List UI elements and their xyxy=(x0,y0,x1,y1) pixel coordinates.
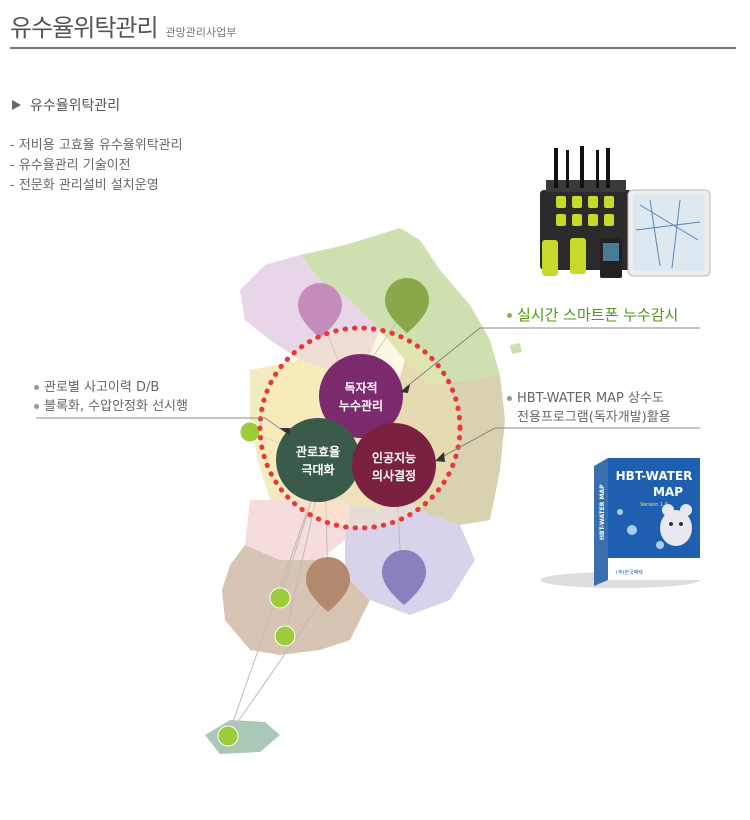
box-maker: (주)한국벡택 xyxy=(616,569,643,576)
circle-left-line2: 극대화 xyxy=(301,462,334,477)
map-pin-marker xyxy=(382,550,426,605)
page-header: 유수율위탁관리 관망관리사업부 xyxy=(10,8,236,43)
circle-right-line1: 인공지능 xyxy=(372,450,416,465)
box-version: Version 1.0 xyxy=(640,502,668,508)
bullet-dot-icon xyxy=(507,396,512,401)
korea-map xyxy=(205,228,522,754)
map-region-ulleung xyxy=(510,343,522,354)
callout-arrows xyxy=(280,384,445,462)
label-hbt-water-map: HBT-WATER MAP 상수도 xyxy=(507,389,664,408)
section-heading: 유수율위탁관리 xyxy=(12,95,120,115)
leak-detector-device-image xyxy=(540,146,711,278)
arrow-head-icon xyxy=(400,384,410,393)
page-subtitle: 관망관리사업부 xyxy=(165,26,237,39)
section-title: 유수율위탁관리 xyxy=(30,98,121,114)
map-point-marker xyxy=(269,587,291,609)
bullet-dot-icon xyxy=(34,404,39,409)
page-title: 유수율위탁관리 xyxy=(10,14,159,42)
header-divider xyxy=(10,47,736,49)
connector-line xyxy=(227,591,329,737)
circle-left-line1: 관로효율 xyxy=(296,444,340,459)
label-pipe-history: 관로별 사고이력 D/B xyxy=(34,378,159,397)
list-item: - 저비용 고효율 유수율위탁관리 xyxy=(10,138,183,153)
list-item: - 유수율관리 기술이전 xyxy=(10,158,131,173)
hbt-water-map-box-image: HBT-WATER MAP Version 1.0 HBT-WATER MAP … xyxy=(540,458,700,588)
map-point-marker xyxy=(239,421,261,443)
list-item: - 전문화 관리설비 설치운영 xyxy=(10,178,159,193)
region-pins xyxy=(217,278,429,747)
triangle-bullet-icon xyxy=(12,100,21,110)
arrow-head-icon xyxy=(435,452,445,462)
callout-line-left xyxy=(36,417,286,433)
map-point-marker xyxy=(217,725,239,747)
callout-line-hbt xyxy=(439,427,700,459)
callout-lines xyxy=(36,327,700,459)
box-title-1: HBT-WATER xyxy=(616,469,693,483)
map-region-jeonbuk xyxy=(245,490,350,560)
circle-ai-decision xyxy=(352,423,436,507)
label-hbt-program: 전용프로그램(독자개발)활용 xyxy=(517,410,671,425)
callout-line-smartphone xyxy=(404,327,700,389)
arrow-head-icon xyxy=(280,428,290,436)
circle-right-line2: 의사결정 xyxy=(372,468,416,483)
box-title-2: MAP xyxy=(653,485,683,499)
map-pin-marker xyxy=(385,278,429,333)
label-block-pressure: 블록화, 수압안정화 선시행 xyxy=(34,397,188,416)
bullet-dot-icon xyxy=(34,385,39,390)
feature-list: - 저비용 고효율 유수율위탁관리 - 유수율관리 기술이전 - 전문화 관리설… xyxy=(10,136,183,196)
circle-top-line2: 누수관리 xyxy=(339,398,383,413)
circle-pipe-efficiency xyxy=(276,418,360,502)
center-circles: 독자적 누수관리 관로효율 극대화 인공지능 의사결정 xyxy=(276,354,436,507)
map-pin-marker xyxy=(306,557,350,612)
label-smartphone-monitoring: 실시간 스마트폰 누수감시 xyxy=(507,306,678,325)
bullet-dot-icon xyxy=(507,313,512,318)
circle-top-line1: 독자적 xyxy=(344,380,377,395)
map-pin-marker xyxy=(298,283,342,338)
box-spine: HBT-WATER MAP xyxy=(599,484,606,540)
circle-independent-leak xyxy=(319,354,403,438)
map-region-jeju xyxy=(205,720,280,754)
map-point-marker xyxy=(274,625,296,647)
